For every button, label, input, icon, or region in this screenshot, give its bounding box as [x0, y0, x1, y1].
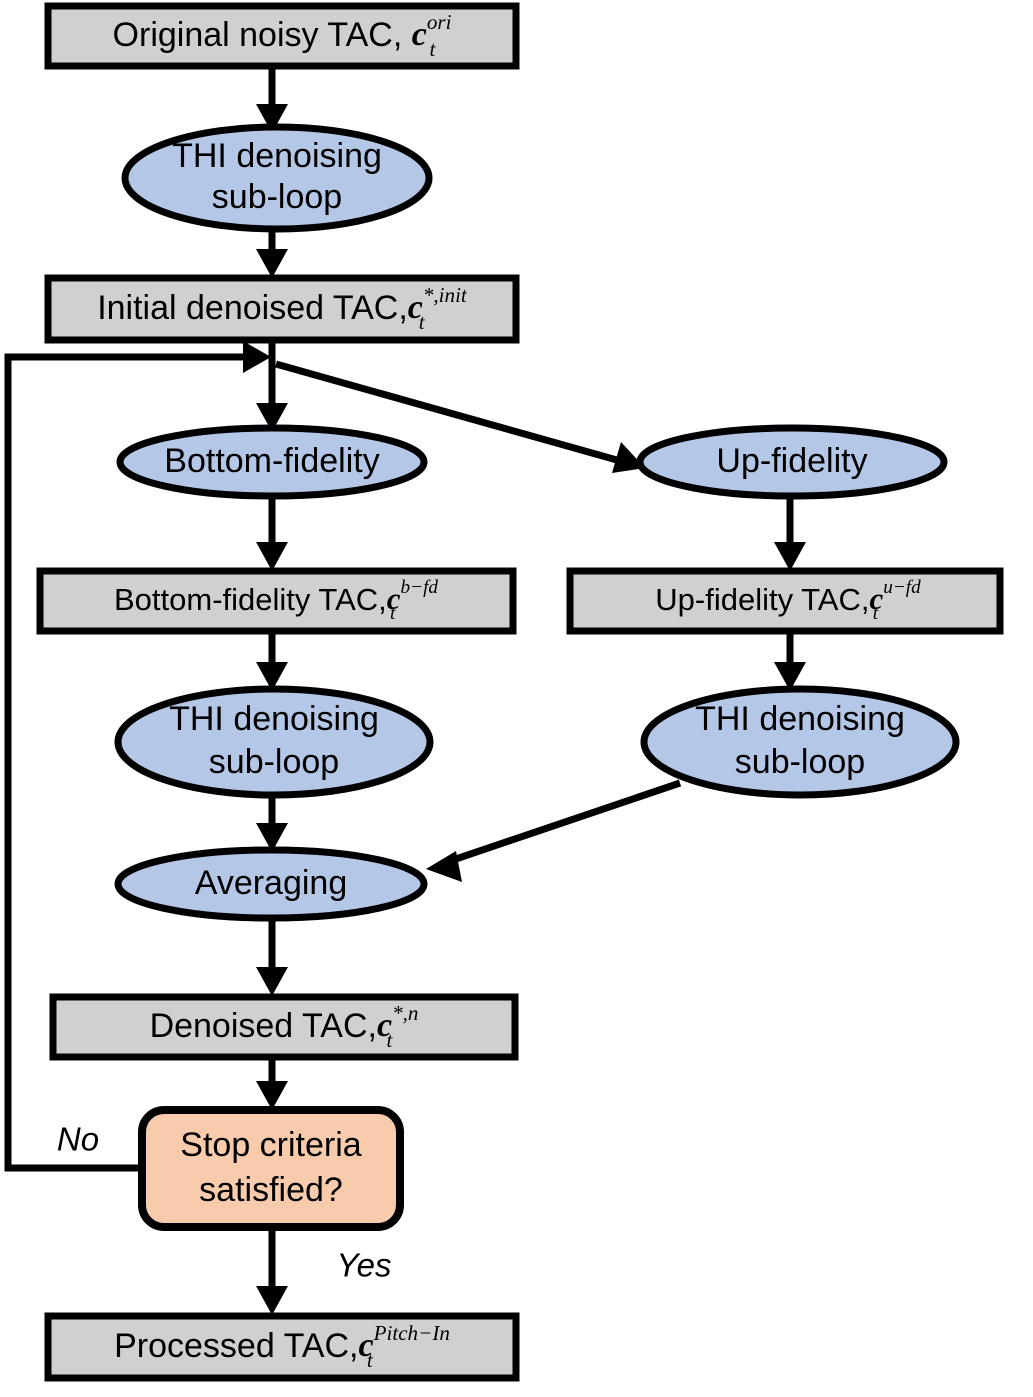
var-c: c	[387, 581, 401, 616]
sub-t: t	[873, 603, 879, 624]
svg-text:Processed TAC,cPitch−Int: Processed TAC,cPitch−In t	[114, 1321, 450, 1372]
node-original-noisy-tac-label: Original noisy TAC,	[113, 16, 412, 54]
node-thi-left-line2: sub-loop	[209, 743, 339, 781]
node-stop-criteria-line2: satisfied?	[199, 1171, 343, 1209]
var-c: c	[869, 581, 883, 616]
edge-feedback-no-loop	[4, 341, 271, 1172]
edge-original-to-thi-top	[256, 67, 288, 133]
edge-bottom-fidelity-to-tac	[256, 492, 288, 571]
sup-bfd: b−fd	[401, 577, 439, 598]
node-thi-denoising-subloop-right[interactable]: THI denoising sub-loop	[640, 685, 960, 799]
edge-initial-to-junction	[256, 341, 288, 432]
node-thi-top-line1: THI denoising	[172, 137, 382, 175]
edge-label-no: No	[57, 1121, 99, 1158]
sub-t: t	[429, 37, 436, 61]
node-initial-denoised-tac-label: Initial denoised TAC,	[97, 289, 408, 327]
node-bottom-fidelity-tac-label: Bottom-fidelity TAC,	[114, 582, 387, 617]
svg-text:Bottom-fidelity TAC,cb−fdt: Bottom-fidelity TAC,cb−fdt	[114, 577, 438, 624]
sup-init: *,init	[423, 283, 468, 307]
sup-ori: ori	[427, 10, 452, 34]
edge-denoised-to-stop-criteria	[256, 1057, 288, 1110]
node-stop-criteria-decision[interactable]: Stop criteria satisfied?	[138, 1106, 404, 1231]
sup-pitch-in: Pitch−In	[373, 1321, 450, 1345]
var-c: c	[408, 289, 423, 326]
svg-text:Denoised TAC,c*,nt: Denoised TAC,c*,n t	[150, 1001, 419, 1052]
node-bottom-fidelity-label: Bottom-fidelity	[164, 442, 379, 480]
edge-thi-left-to-averaging	[256, 797, 288, 852]
node-bottom-fidelity[interactable]: Bottom-fidelity	[116, 424, 428, 500]
sub-t: t	[367, 1348, 374, 1372]
node-thi-right-line2: sub-loop	[735, 743, 865, 781]
var-c: c	[412, 16, 427, 53]
node-up-fidelity-tac-label: Up-fidelity TAC,	[655, 582, 869, 617]
edge-bottom-tac-to-thi-left	[256, 632, 288, 691]
node-thi-denoising-subloop-top[interactable]: THI denoising sub-loop	[121, 123, 433, 233]
node-denoised-tac[interactable]: Denoised TAC,c*,n t	[49, 993, 519, 1061]
edge-up-fidelity-to-tac	[774, 492, 806, 571]
node-thi-denoising-subloop-left[interactable]: THI denoising sub-loop	[114, 685, 434, 799]
node-processed-tac[interactable]: Processed TAC,cPitch−In t	[44, 1312, 520, 1382]
node-thi-right-line1: THI denoising	[695, 700, 905, 738]
node-averaging[interactable]: Averaging	[114, 846, 428, 922]
node-denoised-tac-label: Denoised TAC,	[150, 1007, 377, 1045]
edge-stop-criteria-to-processed	[256, 1227, 288, 1315]
sup-ufd: u−fd	[883, 577, 921, 598]
node-stop-criteria-line1: Stop criteria	[180, 1126, 361, 1164]
edge-averaging-to-denoised	[256, 919, 288, 996]
node-up-fidelity-label: Up-fidelity	[716, 442, 867, 480]
sub-t: t	[390, 603, 396, 624]
edge-label-yes: Yes	[336, 1247, 391, 1284]
edge-junction-to-up-fidelity	[275, 360, 645, 473]
node-up-fidelity[interactable]: Up-fidelity	[636, 424, 948, 500]
node-original-noisy-tac[interactable]: Original noisy TAC, cori t	[44, 2, 520, 70]
node-thi-left-line1: THI denoising	[169, 700, 379, 738]
var-c: c	[359, 1327, 374, 1364]
var-c: c	[377, 1007, 392, 1044]
edge-up-tac-to-thi-right	[774, 632, 806, 691]
svg-text:Up-fidelity TAC,cu−fdt: Up-fidelity TAC,cu−fdt	[655, 577, 921, 624]
sub-t: t	[386, 1028, 393, 1052]
node-averaging-label: Averaging	[195, 864, 348, 902]
node-thi-top-line2: sub-loop	[212, 178, 342, 216]
sup-star-n: *,n	[392, 1001, 418, 1025]
node-initial-denoised-tac[interactable]: Initial denoised TAC,c*,init t	[44, 274, 520, 344]
sub-t: t	[419, 310, 426, 334]
node-processed-tac-label: Processed TAC,	[114, 1327, 358, 1365]
edge-thi-right-to-averaging	[426, 779, 682, 882]
